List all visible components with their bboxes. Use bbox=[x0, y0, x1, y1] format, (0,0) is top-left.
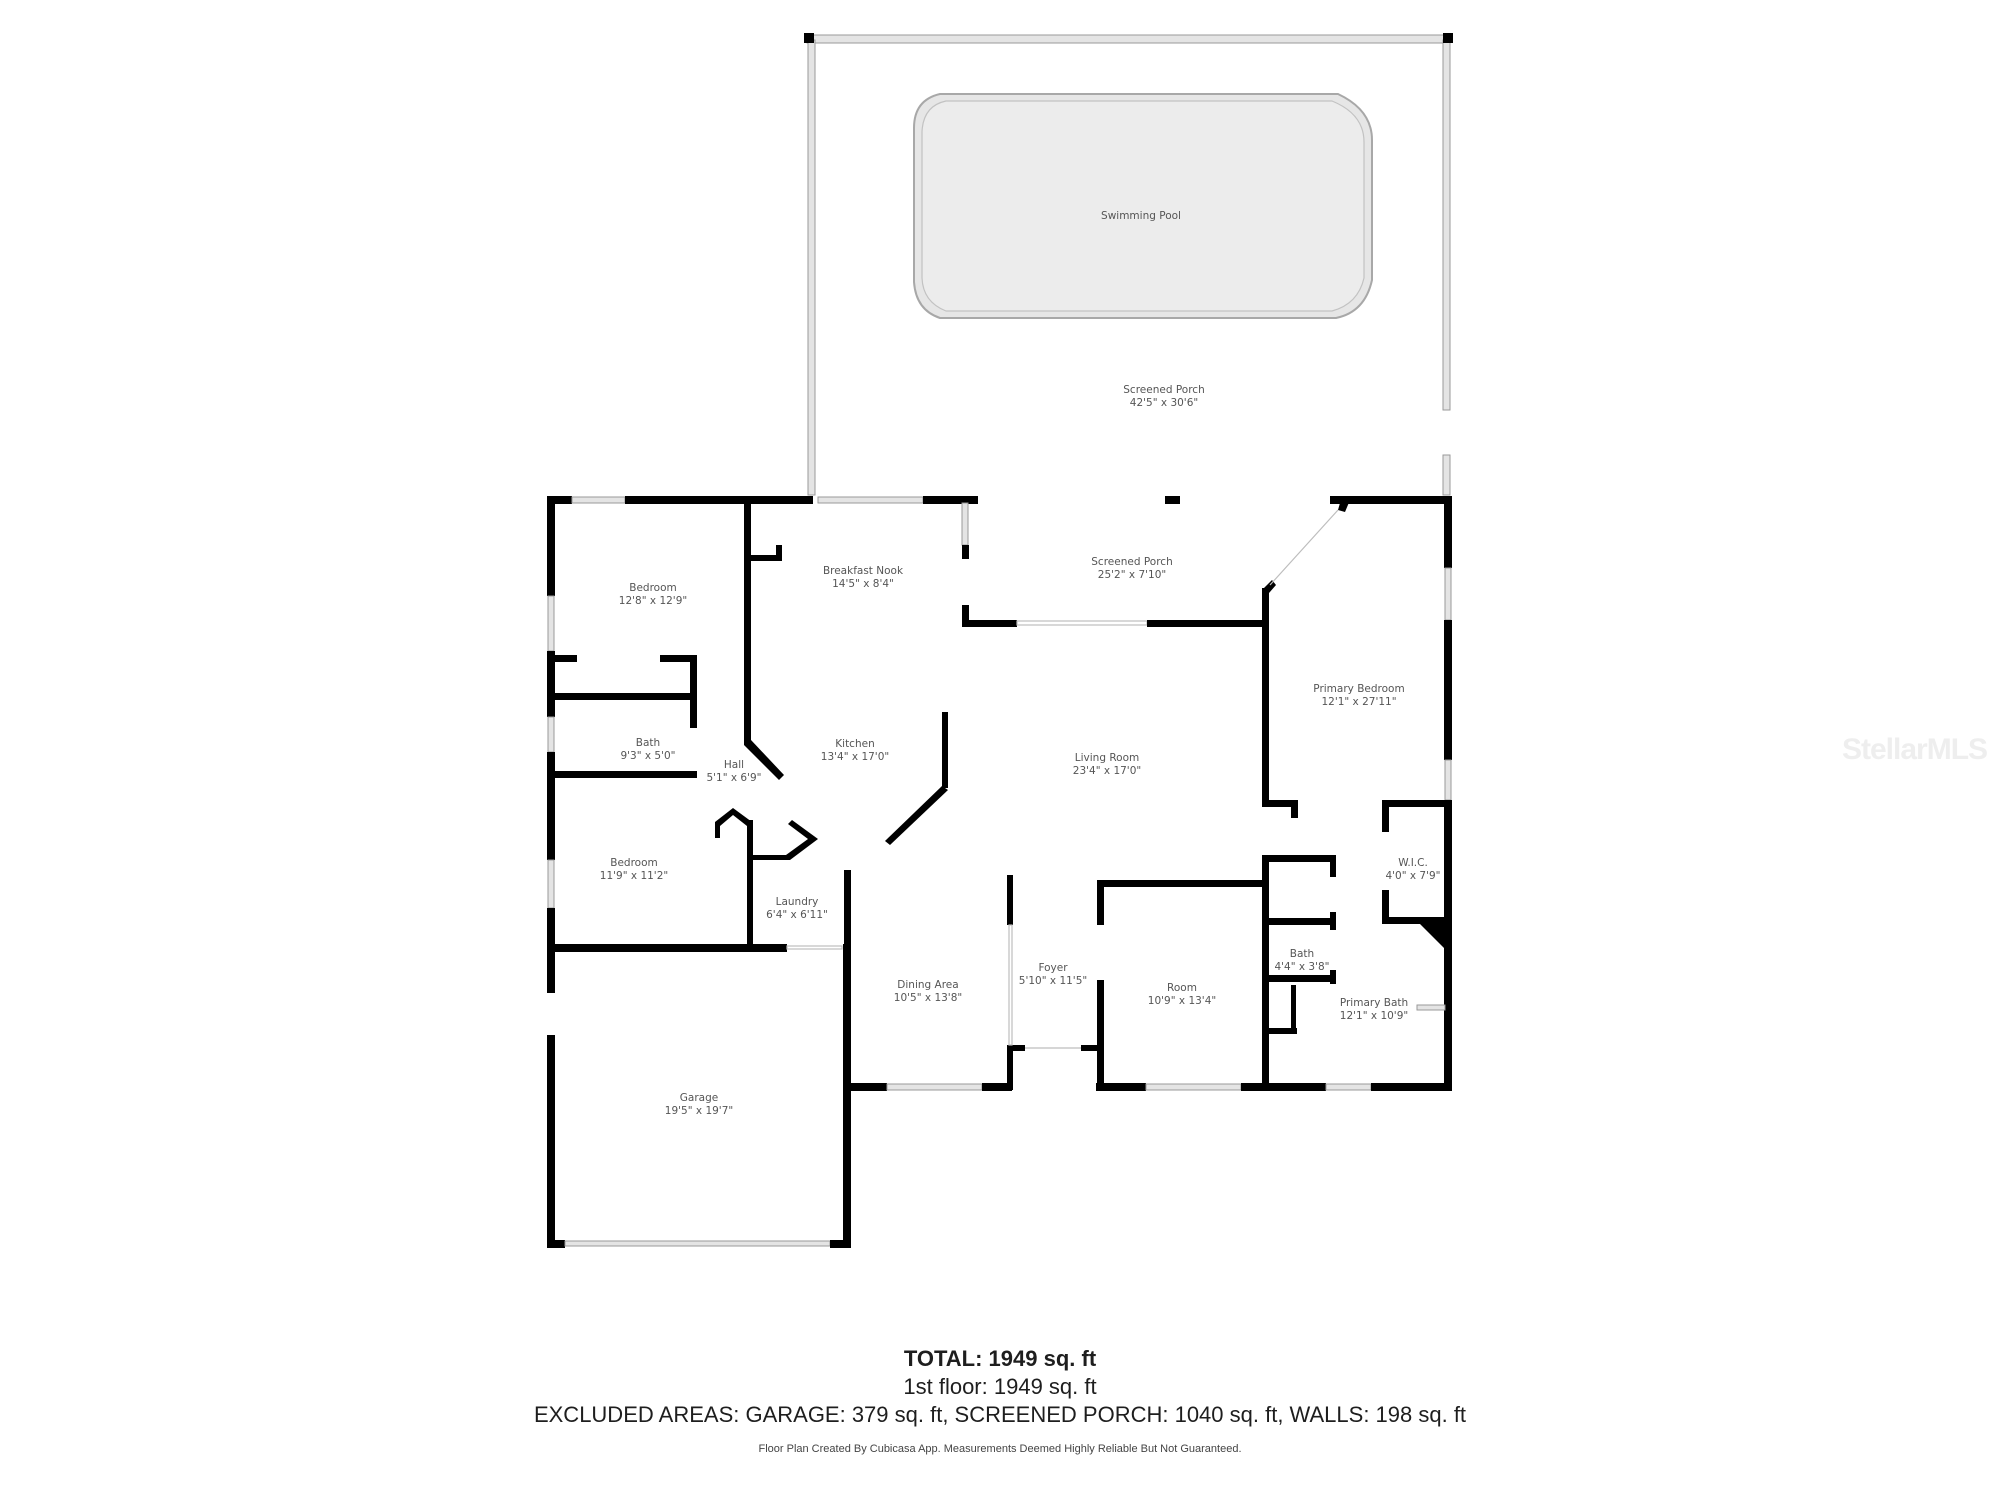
dims-bath-2: 4'4" x 3'8" bbox=[1274, 961, 1329, 973]
label-screened-porch-inner: Screened Porch bbox=[1091, 556, 1172, 568]
room-labels: Swimming Pool Screened Porch 42'5" x 30'… bbox=[600, 210, 1441, 1117]
label-primary-bath: Primary Bath bbox=[1340, 997, 1408, 1009]
disclaimer: Floor Plan Created By Cubicasa App. Meas… bbox=[758, 1443, 1242, 1455]
label-bath-1: Bath bbox=[636, 737, 660, 749]
pool-inner bbox=[921, 100, 1365, 312]
label-breakfast-nook: Breakfast Nook bbox=[823, 565, 904, 577]
porch-screen-top bbox=[806, 34, 1451, 44]
dims-primary-bedroom: 12'1" x 27'11" bbox=[1321, 696, 1396, 708]
label-bedroom-1: Bedroom bbox=[629, 582, 677, 594]
dims-wic: 4'0" x 7'9" bbox=[1385, 870, 1440, 882]
label-swimming-pool: Swimming Pool bbox=[1101, 210, 1181, 222]
dims-hall: 5'1" x 6'9" bbox=[706, 772, 761, 784]
porch-screen-left bbox=[807, 39, 816, 496]
label-bedroom-2: Bedroom bbox=[610, 857, 658, 869]
dims-garage: 19'5" x 19'7" bbox=[665, 1105, 733, 1117]
label-foyer: Foyer bbox=[1038, 962, 1068, 974]
total-area: TOTAL: 1949 sq. ft bbox=[903, 1346, 1097, 1371]
label-primary-bedroom: Primary Bedroom bbox=[1313, 683, 1404, 695]
label-dining-area: Dining Area bbox=[897, 979, 958, 991]
dims-foyer: 5'10" x 11'5" bbox=[1019, 975, 1087, 987]
label-room: Room bbox=[1167, 982, 1197, 994]
label-wic: W.I.C. bbox=[1398, 857, 1428, 869]
dims-bedroom-2: 11'9" x 11'2" bbox=[600, 870, 668, 882]
excluded-areas: EXCLUDED AREAS: GARAGE: 379 sq. ft, SCRE… bbox=[533, 1402, 1467, 1427]
house-walls bbox=[547, 496, 1452, 1248]
area-summary: TOTAL: 1949 sq. ft 1st floor: 1949 sq. f… bbox=[0, 1345, 2000, 1455]
dims-room: 10'9" x 13'4" bbox=[1148, 995, 1216, 1007]
dims-breakfast-nook: 14'5" x 8'4" bbox=[832, 578, 894, 590]
dims-kitchen: 13'4" x 17'0" bbox=[821, 751, 889, 763]
swimming-pool bbox=[913, 93, 1373, 319]
porch-screen-right-lower bbox=[1442, 454, 1451, 496]
label-hall: Hall bbox=[724, 759, 744, 771]
dims-primary-bath: 12'1" x 10'9" bbox=[1340, 1010, 1408, 1022]
porch-post bbox=[1443, 33, 1453, 43]
label-bath-2: Bath bbox=[1290, 948, 1314, 960]
watermark: StellarMLS bbox=[1842, 733, 1988, 766]
floor-area: 1st floor: 1949 sq. ft bbox=[903, 1374, 1097, 1399]
porch-post bbox=[804, 33, 814, 43]
dims-screened-porch-outer: 42'5" x 30'6" bbox=[1130, 397, 1198, 409]
dims-laundry: 6'4" x 6'11" bbox=[766, 909, 828, 921]
label-kitchen: Kitchen bbox=[835, 738, 874, 750]
dims-bath-1: 9'3" x 5'0" bbox=[620, 750, 675, 762]
dims-screened-porch-inner: 25'2" x 7'10" bbox=[1098, 569, 1166, 581]
porch-screen-right bbox=[1442, 39, 1451, 411]
label-laundry: Laundry bbox=[776, 896, 819, 908]
label-living-room: Living Room bbox=[1075, 752, 1139, 764]
label-screened-porch-outer: Screened Porch bbox=[1123, 384, 1204, 396]
dims-living-room: 23'4" x 17'0" bbox=[1073, 765, 1141, 777]
dims-bedroom-1: 12'8" x 12'9" bbox=[619, 595, 687, 607]
dims-dining-area: 10'5" x 13'8" bbox=[894, 992, 962, 1004]
label-garage: Garage bbox=[680, 1092, 718, 1104]
screened-porch-enclosure bbox=[804, 33, 1453, 496]
